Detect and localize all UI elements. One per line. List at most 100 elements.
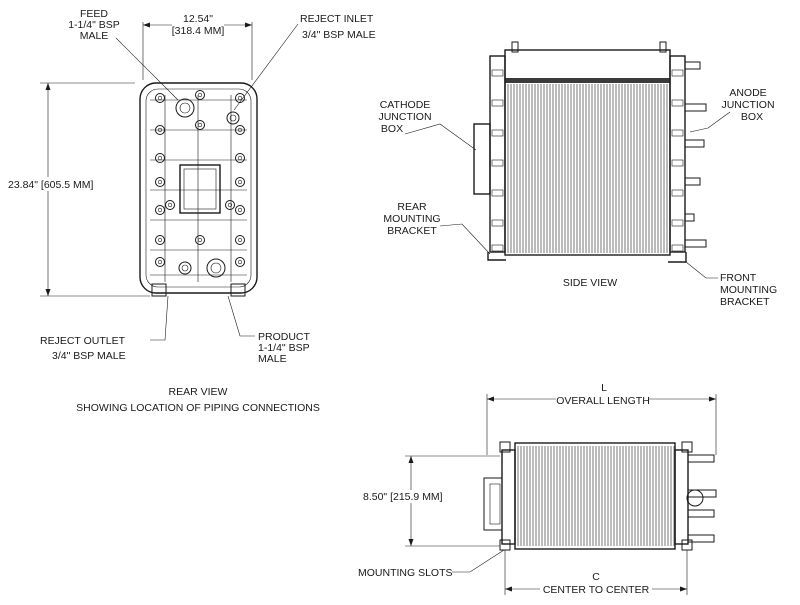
anode-pipe bbox=[684, 177, 701, 186]
feed-leader bbox=[115, 37, 179, 101]
reject-outlet-port-inner bbox=[181, 264, 189, 272]
length-arrow-right bbox=[709, 396, 716, 402]
front-bracket-label-line2: MOUNTING bbox=[720, 284, 777, 296]
top-fitting bbox=[659, 41, 667, 53]
rear-bolt-center bbox=[237, 155, 243, 161]
center-arrow-left bbox=[505, 586, 512, 592]
anode-plate-nut bbox=[671, 129, 684, 137]
rear-bolt bbox=[155, 93, 165, 103]
rear-view-bolts bbox=[155, 90, 245, 267]
bottom-height-text: 8.50" [215.9 MM] bbox=[363, 491, 443, 503]
bottom-height-mask bbox=[362, 490, 460, 503]
rear-view: 12.54" [318.4 MM] 23.84" [605.5 MM] FEED… bbox=[6, 8, 376, 414]
rear-bolt bbox=[235, 93, 245, 103]
rear-bolt bbox=[165, 200, 175, 210]
anode-label-line1: ANODE bbox=[729, 87, 766, 99]
rear-bolt-center bbox=[237, 179, 243, 185]
rear-bolt bbox=[155, 235, 165, 245]
width-dimension-mm-text: [318.4 MM] bbox=[172, 25, 225, 37]
rear-bolt bbox=[155, 205, 165, 215]
anode-pipe bbox=[684, 213, 695, 222]
product-label-line3: MALE bbox=[258, 353, 287, 365]
rear-bolt bbox=[195, 235, 205, 245]
cathode-junction-box bbox=[473, 123, 491, 195]
length-dimension-mask bbox=[556, 393, 648, 405]
rear-bracket-leader bbox=[439, 223, 491, 255]
front-mounting-bracket-shape bbox=[668, 252, 687, 263]
center-label: CENTER TO CENTER bbox=[543, 584, 650, 596]
side-view: CATHODE JUNCTION BOX ANODE JUNCTION BOX … bbox=[378, 41, 777, 308]
reject-inlet-label-line1: REJECT INLET bbox=[300, 13, 374, 25]
rear-bolt-center bbox=[237, 127, 243, 133]
front-bracket-label-line3: BRACKET bbox=[720, 296, 770, 308]
rear-view-junction-box bbox=[179, 164, 221, 214]
bottom-view-right-detail bbox=[686, 454, 717, 543]
cathode-plate-nut bbox=[491, 244, 504, 252]
cathode-plate-nut bbox=[491, 99, 504, 107]
front-bracket-label-line1: FRONT bbox=[720, 272, 757, 284]
anode-plate-nut bbox=[671, 69, 684, 77]
height-dimension-mask bbox=[6, 177, 124, 191]
side-view-top-band bbox=[505, 78, 670, 83]
width-arrow-left bbox=[143, 22, 150, 28]
product-port bbox=[206, 258, 226, 278]
rear-bolt-center bbox=[237, 237, 243, 243]
length-arrow-left bbox=[487, 396, 494, 402]
rear-view-caption-line2: SHOWING LOCATION OF PIPING CONNECTIONS bbox=[76, 402, 320, 414]
rear-bolt-center bbox=[237, 95, 243, 101]
rear-mounting-bracket-shape bbox=[487, 252, 506, 261]
rear-bolt bbox=[155, 125, 165, 135]
side-view-end-plate-details bbox=[491, 69, 684, 252]
length-label: OVERALL LENGTH bbox=[556, 395, 650, 407]
width-dimension-text: 12.54" bbox=[183, 13, 213, 25]
rear-bolt-center bbox=[157, 179, 163, 185]
bottom-height-arrow-top bbox=[408, 456, 414, 463]
mounting-slots-leader bbox=[452, 549, 505, 573]
mounting-slots-label: MOUNTING SLOTS bbox=[358, 567, 453, 579]
reject-outlet-label-line1: REJECT OUTLET bbox=[40, 335, 126, 347]
mounting-slot-top-left bbox=[499, 441, 511, 453]
top-fitting bbox=[511, 41, 519, 53]
rear-view-left-foot bbox=[151, 283, 167, 297]
rear-bolt-center bbox=[157, 207, 163, 213]
rear-bolt-center bbox=[167, 202, 173, 208]
side-view-anode-end-plate bbox=[669, 55, 686, 253]
rear-bolt bbox=[235, 125, 245, 135]
rear-bolt-center bbox=[237, 259, 243, 265]
product-label-line2: 1-1/4" BSP bbox=[258, 342, 310, 354]
rear-bolt bbox=[235, 257, 245, 267]
rear-bolt-center bbox=[157, 155, 163, 161]
anode-label-line2: JUNCTION bbox=[721, 99, 774, 111]
product-leader bbox=[227, 295, 255, 337]
bottom-right-pipe bbox=[687, 454, 715, 463]
rear-bolt bbox=[195, 90, 205, 100]
anode-side-pipes bbox=[511, 41, 707, 248]
reject-outlet-label-line2: 3/4" BSP MALE bbox=[52, 350, 126, 362]
rear-bolt-center bbox=[237, 207, 243, 213]
rear-bolt-center bbox=[157, 237, 163, 243]
side-view-plates bbox=[507, 84, 668, 253]
rear-view-junction-box-inner bbox=[183, 168, 217, 210]
bottom-view: L OVERALL LENGTH 8.50" [215.9 MM] MOUNTI… bbox=[358, 382, 717, 596]
bottom-right-fitting bbox=[686, 489, 704, 507]
cathode-plate-nut bbox=[491, 69, 504, 77]
cathode-label-line2: JUNCTION bbox=[378, 111, 431, 123]
rear-bolt-center bbox=[157, 127, 163, 133]
bottom-view-left-end-plate bbox=[501, 449, 516, 545]
anode-pipe bbox=[684, 61, 701, 70]
bottom-right-pipe bbox=[687, 509, 715, 518]
rear-bracket-label-line2: MOUNTING bbox=[383, 213, 440, 225]
bottom-view-left-box-inner bbox=[489, 483, 501, 525]
bottom-view-left-box bbox=[483, 477, 503, 531]
reject-inlet-port-inner bbox=[229, 114, 237, 122]
rear-bolt bbox=[235, 177, 245, 187]
anode-pipe bbox=[684, 239, 707, 248]
height-arrow-bottom bbox=[45, 289, 51, 296]
feed-port-inner bbox=[179, 102, 191, 114]
anode-plate-nut bbox=[671, 219, 684, 227]
rear-bolt-center bbox=[197, 237, 203, 243]
center-arrow-right bbox=[680, 586, 687, 592]
rear-bolt bbox=[225, 200, 235, 210]
